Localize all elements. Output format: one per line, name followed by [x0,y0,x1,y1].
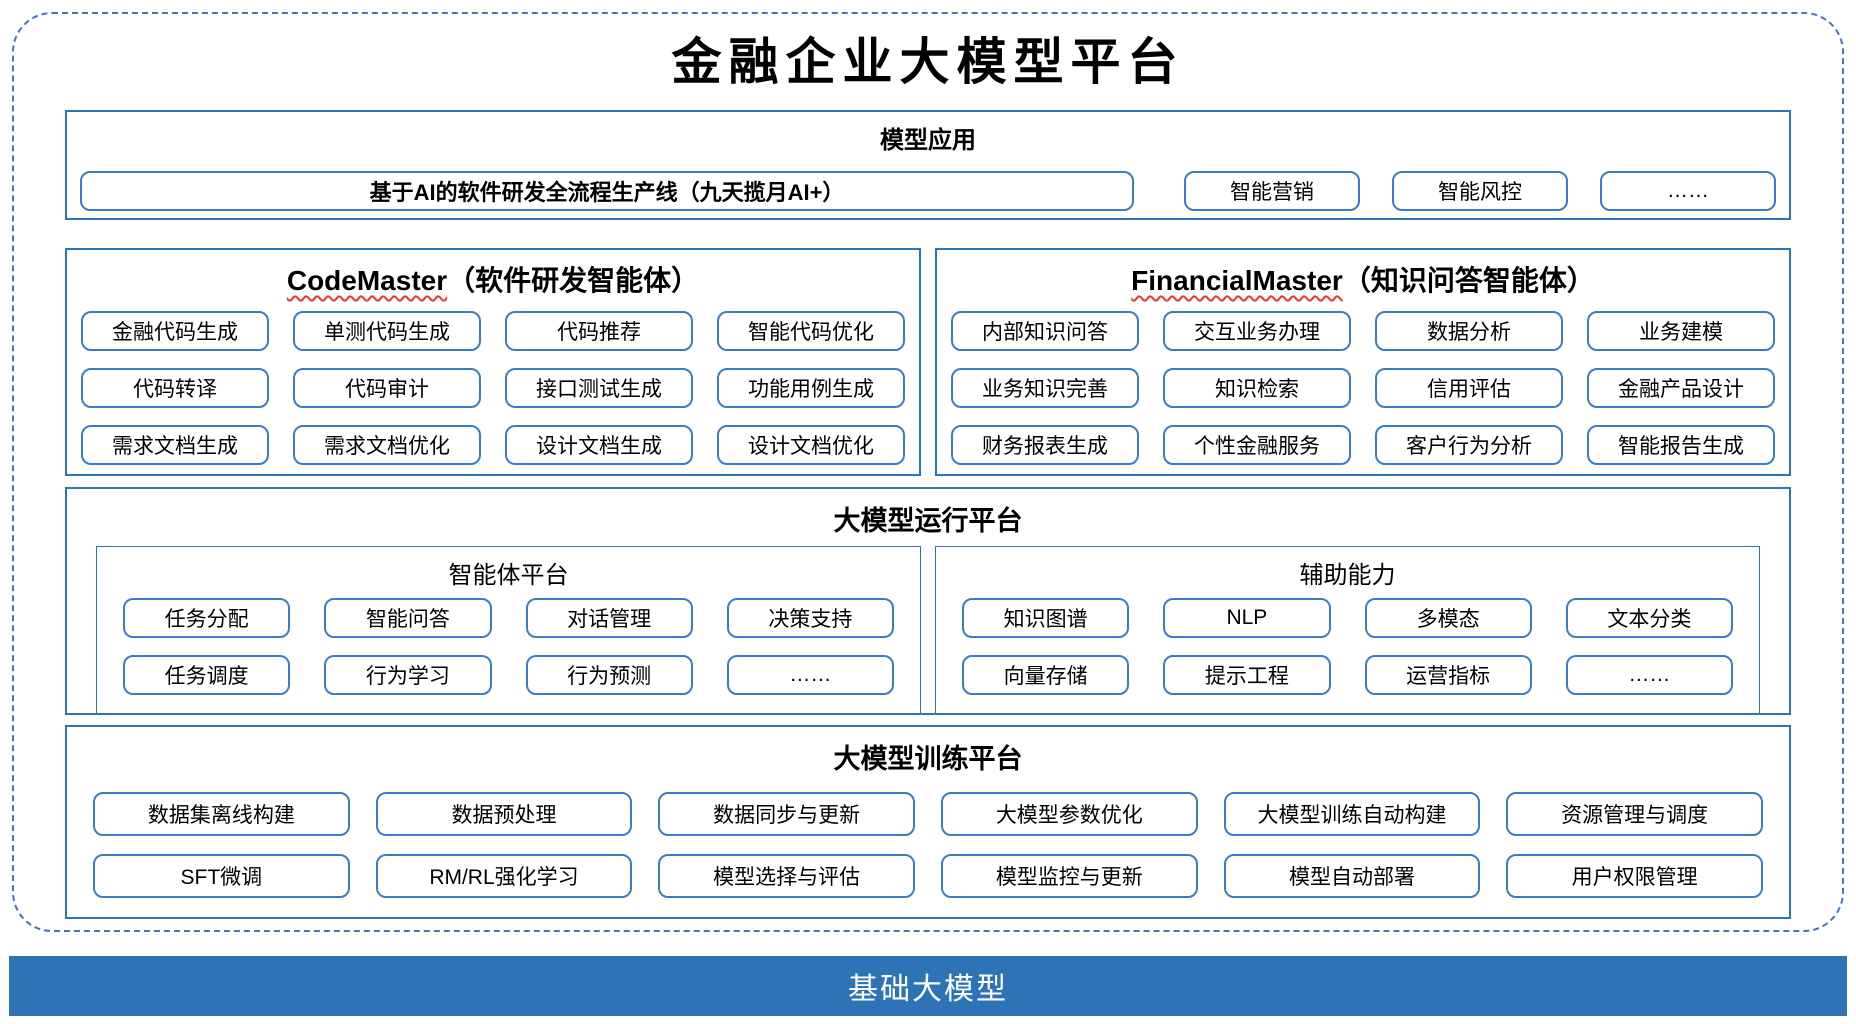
codemaster-grid: 金融代码生成单测代码生成代码推荐智能代码优化代码转译代码审计接口测试生成功能用例… [67,309,919,465]
training-item-box: 用户权限管理 [1506,854,1763,898]
codemaster-item-box: 设计文档生成 [505,425,693,465]
training-platform-grid: 数据集离线构建数据预处理数据同步与更新大模型参数优化大模型训练自动构建资源管理与… [93,792,1763,898]
agent-platform-grid: 任务分配智能问答对话管理决策支持任务调度行为学习行为预测 …… [97,596,920,695]
codemaster-item-box: 智能代码优化 [717,311,905,351]
section-runtime-platform: 大模型运行平台 智能体平台 任务分配智能问答对话管理决策支持任务调度行为学习行为… [65,487,1791,715]
agent-platform-item-box: 行为预测 [525,655,693,695]
training-item-box: 资源管理与调度 [1506,792,1763,836]
section-model-applications: 模型应用 基于AI的软件研发全流程生产线（九天揽月AI+） 智能营销 智能风控 … [65,110,1791,220]
financialmaster-item-box: 金融产品设计 [1587,368,1775,408]
aux-ability-item-box: 运营指标 [1364,655,1532,695]
agents-row: CodeMaster（软件研发智能体） 金融代码生成单测代码生成代码推荐智能代码… [65,248,1791,476]
codemaster-item-box: 代码审计 [293,368,481,408]
subpanel-agent-platform: 智能体平台 任务分配智能问答对话管理决策支持任务调度行为学习行为预测 …… [96,546,921,714]
agent-platform-item-box: 对话管理 [525,598,693,638]
aux-ability-item-box: 文本分类 [1565,598,1733,638]
agent-platform-item-box: 任务分配 [123,598,291,638]
training-item-box: 模型选择与评估 [658,854,915,898]
section-financialmaster: FinancialMaster（知识问答智能体） 内部知识问答交互业务办理数据分… [935,248,1791,476]
aux-ability-title: 辅助能力 [1299,562,1396,589]
codemaster-title: CodeMaster（软件研发智能体） [67,250,919,309]
financialmaster-item-box: 内部知识问答 [951,311,1139,351]
codemaster-item-box: 功能用例生成 [717,368,905,408]
codemaster-item-box: 金融代码生成 [81,311,269,351]
agent-platform-item-box: 决策支持 [726,598,894,638]
base-model-label: 基础大模型 [848,973,1008,1006]
subpanel-aux-ability: 辅助能力 知识图谱 NLP 多模态文本分类向量存储提示工程运营指标 …… [935,546,1760,714]
app-box: 智能风控 [1392,171,1568,211]
section-codemaster: CodeMaster（软件研发智能体） 金融代码生成单测代码生成代码推荐智能代码… [65,248,921,476]
app-box: 智能营销 [1184,171,1360,211]
financialmaster-item-box: 客户行为分析 [1375,425,1563,465]
model-applications-header: 模型应用 [880,127,976,154]
training-platform-header: 大模型训练平台 [833,744,1023,774]
training-item-box: 数据集离线构建 [93,792,350,836]
training-item-box: 大模型参数优化 [940,792,1198,836]
aux-ability-item-box: 知识图谱 [962,598,1130,638]
financialmaster-grid: 内部知识问答交互业务办理数据分析业务建模业务知识完善知识检索信用评估金融产品设计… [937,309,1789,465]
financialmaster-title: FinancialMaster（知识问答智能体） [937,250,1789,309]
runtime-panels: 智能体平台 任务分配智能问答对话管理决策支持任务调度行为学习行为预测 …… 辅助能… [96,546,1760,714]
base-model-bar: 基础大模型 [9,956,1847,1016]
financialmaster-title-zh: （知识问答智能体） [1342,265,1595,296]
training-item-box: SFT微调 [93,854,350,898]
financialmaster-item-box: 智能报告生成 [1587,425,1775,465]
codemaster-item-box: 设计文档优化 [717,425,905,465]
financialmaster-item-box: 财务报表生成 [951,425,1139,465]
training-item-box: 模型自动部署 [1223,854,1481,898]
codemaster-item-box: 代码推荐 [505,311,693,351]
financialmaster-item-box: 业务建模 [1587,311,1775,351]
aux-ability-item-box: 提示工程 [1163,655,1331,695]
codemaster-item-box: 需求文档优化 [293,425,481,465]
codemaster-item-box: 单测代码生成 [293,311,481,351]
agent-platform-title: 智能体平台 [448,562,569,589]
codemaster-item-box: 代码转译 [81,368,269,408]
aux-ability-item-box: …… [1565,655,1733,695]
codemaster-title-zh: （软件研发智能体） [447,265,700,296]
aux-ability-grid: 知识图谱 NLP 多模态文本分类向量存储提示工程运营指标 …… [936,596,1759,695]
financialmaster-title-en: FinancialMaster [1131,265,1343,296]
agent-platform-item-box: 行为学习 [324,655,492,695]
training-item-box: 数据预处理 [375,792,633,836]
financialmaster-item-box: 个性金融服务 [1163,425,1351,465]
agent-platform-item-box: 任务调度 [123,655,291,695]
financialmaster-item-box: 知识检索 [1163,368,1351,408]
model-applications-row: 基于AI的软件研发全流程生产线（九天揽月AI+） 智能营销 智能风控 …… [80,171,1776,211]
training-item-box: RM/RL强化学习 [375,854,633,898]
aux-ability-item-box: NLP [1163,598,1331,638]
agent-platform-item-box: …… [726,655,894,695]
financialmaster-item-box: 交互业务办理 [1163,311,1351,351]
page-title: 金融企业大模型平台 [671,32,1185,91]
codemaster-title-en: CodeMaster [286,265,448,296]
codemaster-item-box: 需求文档生成 [81,425,269,465]
financialmaster-item-box: 数据分析 [1375,311,1563,351]
section-training-platform: 大模型训练平台 数据集离线构建数据预处理数据同步与更新大模型参数优化大模型训练自… [65,725,1791,919]
financialmaster-item-box: 信用评估 [1375,368,1563,408]
app-box-ai-pipeline: 基于AI的软件研发全流程生产线（九天揽月AI+） [80,171,1134,211]
app-box: …… [1600,171,1776,211]
runtime-platform-header: 大模型运行平台 [833,506,1023,536]
financialmaster-item-box: 业务知识完善 [951,368,1139,408]
aux-ability-item-box: 多模态 [1364,598,1532,638]
agent-platform-item-box: 智能问答 [324,598,492,638]
codemaster-item-box: 接口测试生成 [505,368,693,408]
training-item-box: 数据同步与更新 [658,792,915,836]
training-item-box: 大模型训练自动构建 [1223,792,1481,836]
aux-ability-item-box: 向量存储 [962,655,1130,695]
training-item-box: 模型监控与更新 [940,854,1198,898]
platform-diagram-frame: 金融企业大模型平台 模型应用 基于AI的软件研发全流程生产线（九天揽月AI+） … [12,12,1844,932]
